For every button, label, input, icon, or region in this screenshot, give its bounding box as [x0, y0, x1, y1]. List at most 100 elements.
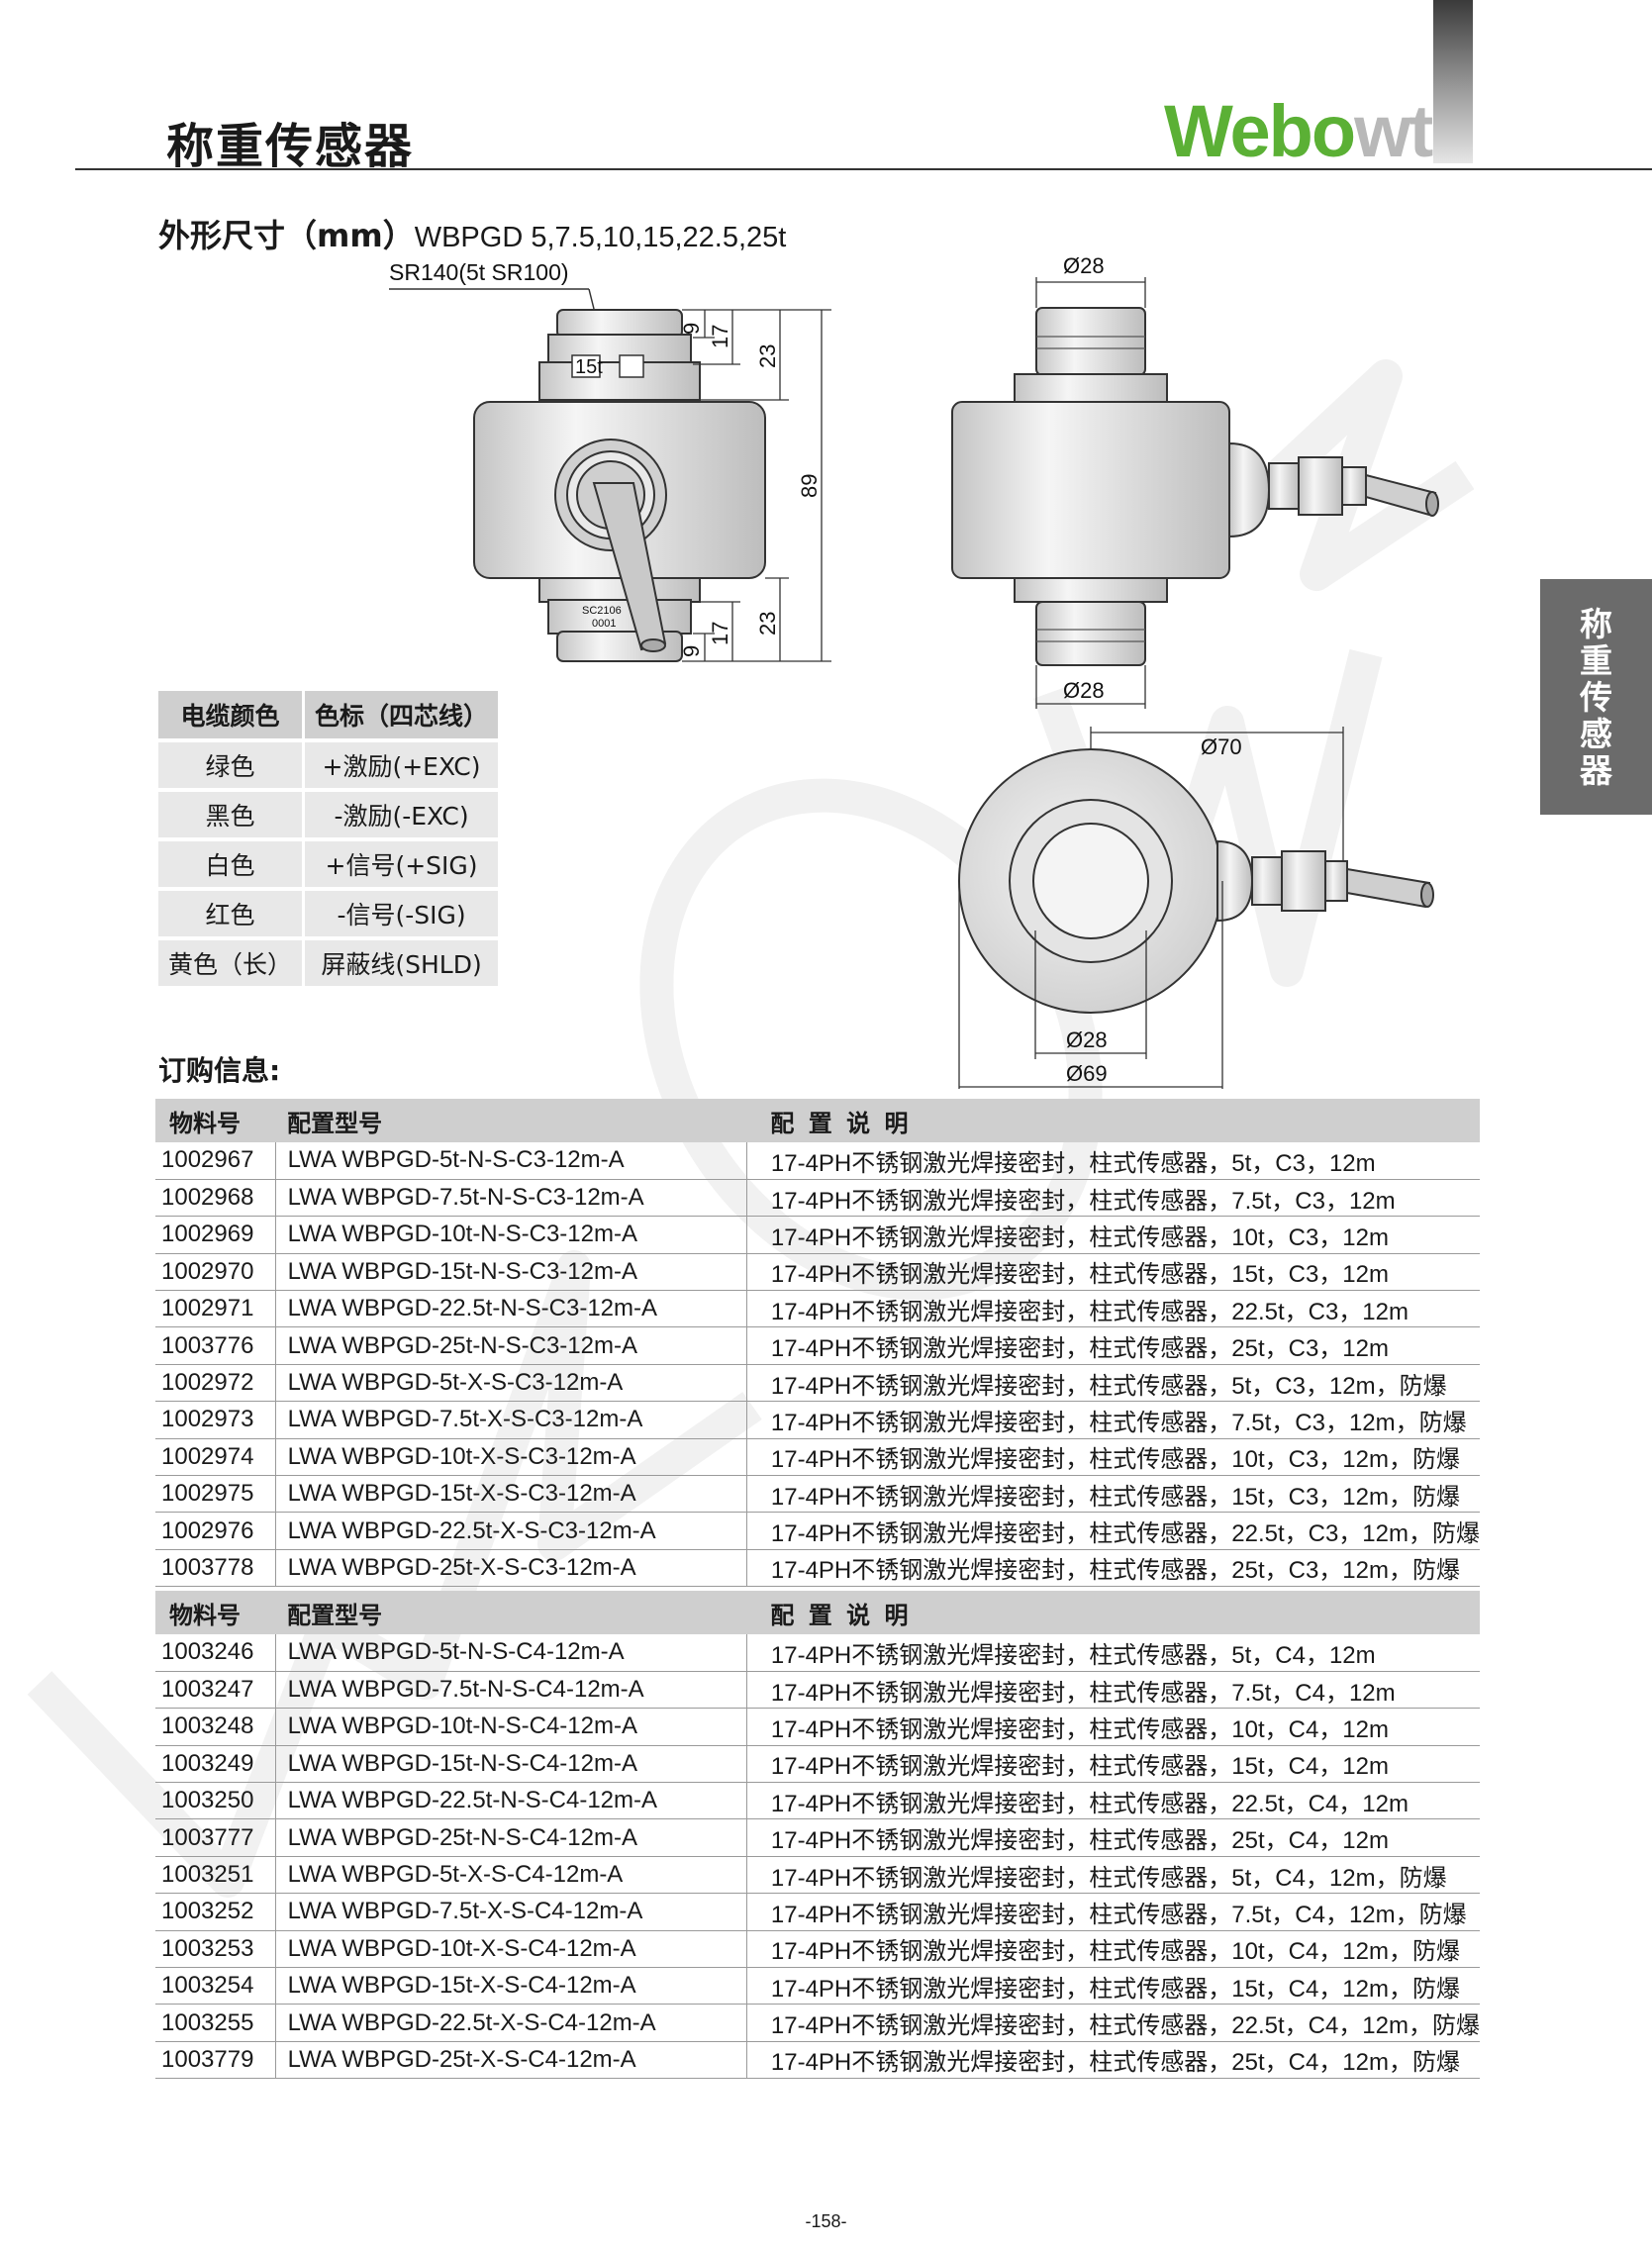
description-cell: 17-4PH不锈钢激光焊接密封，柱式传感器，10t，C3，12m，防爆: [745, 1438, 1480, 1477]
cable-color-header: 电缆颜色: [158, 691, 306, 738]
front-cable-gland: [554, 439, 667, 652]
description-cell: 17-4PH不锈钢激光焊接密封，柱式传感器，15t，C4，12m，防爆: [745, 1967, 1480, 2005]
dimension-title: 外形尺寸（mm）WBPGD 5,7.5,10,15,22.5,25t: [158, 211, 786, 256]
dim-d69: Ø69: [1066, 1061, 1108, 1086]
side-view: [951, 307, 1439, 666]
side-tab-char: 称: [1580, 604, 1612, 643]
model-cell: LWA WBPGD-5t-N-S-C3-12m-A: [274, 1142, 747, 1180]
side-dimension-lines: [1035, 277, 1146, 709]
page-title: 称重传感器: [166, 119, 415, 174]
model-cell: LWA WBPGD-10t-N-S-C3-12m-A: [274, 1216, 747, 1254]
dim-17-top: 17: [708, 325, 732, 348]
material-no-cell: 1003255: [155, 2004, 276, 2042]
cable-row: 黑色-激励(-EXC): [158, 792, 499, 837]
sr-label: SR140(5t SR100): [389, 259, 569, 285]
model-cell: LWA WBPGD-22.5t-N-S-C4-12m-A: [274, 1782, 747, 1820]
material-no-cell: 1002970: [155, 1253, 276, 1292]
cable-color: 黑色: [158, 792, 306, 837]
model-cell: LWA WBPGD-10t-N-S-C4-12m-A: [274, 1708, 747, 1746]
cable-code: -信号(-SIG): [305, 891, 499, 936]
material-no-cell: 1003248: [155, 1708, 276, 1746]
description-cell: 17-4PH不锈钢激光焊接密封，柱式传感器，7.5t，C3，12m: [745, 1179, 1480, 1218]
description-cell: 17-4PH不锈钢激光焊接密封，柱式传感器，25t，C4，12m，防爆: [745, 2041, 1480, 2080]
description-cell: 17-4PH不锈钢激光焊接密封，柱式传感器，5t，C3，12m，防爆: [745, 1364, 1480, 1403]
cable-row: 黄色（长）屏蔽线(SHLD): [158, 940, 499, 986]
dim-23-bottom: 23: [755, 612, 780, 636]
model-cell: LWA WBPGD-15t-N-S-C3-12m-A: [274, 1253, 747, 1292]
model-cell: LWA WBPGD-25t-X-S-C3-12m-A: [274, 1549, 747, 1588]
description-cell: 17-4PH不锈钢激光焊接密封，柱式传感器，22.5t，C3，12m，防爆: [745, 1512, 1480, 1550]
material-no-cell: 1003777: [155, 1818, 276, 1857]
front-top-cap: [556, 309, 683, 339]
cable-row: 绿色+激励(+EXC): [158, 742, 499, 788]
description-header: 配 置 说 明: [746, 1591, 1480, 1634]
dim-17-bottom: 17: [708, 622, 732, 645]
bottom-dimension-lines: [958, 727, 1344, 1089]
cable-color-table: 电缆颜色 色标（四芯线） 绿色+激励(+EXC) 黑色-激励(-EXC) 白色+…: [158, 687, 499, 990]
description-cell: 17-4PH不锈钢激光焊接密封，柱式传感器，25t，C3，12m，防爆: [745, 1549, 1480, 1588]
description-cell: 17-4PH不锈钢激光焊接密封，柱式传感器，25t，C4，12m: [745, 1818, 1480, 1857]
material-no-cell: 1002967: [155, 1142, 276, 1180]
material-no-cell: 1003254: [155, 1967, 276, 2005]
model-cell: LWA WBPGD-25t-N-S-C4-12m-A: [274, 1818, 747, 1857]
model-cell: LWA WBPGD-15t-N-S-C4-12m-A: [274, 1745, 747, 1784]
description-cell: 17-4PH不锈钢激光焊接密封，柱式传感器，15t，C3，12m: [745, 1253, 1480, 1292]
material-no-header: 物料号: [155, 1099, 276, 1142]
side-bottom-neck: [1014, 577, 1168, 603]
cable-code: -激励(-EXC): [305, 792, 499, 837]
order-info-title: 订购信息:: [158, 1054, 281, 1087]
cable-table-header: 电缆颜色 色标（四芯线）: [158, 691, 499, 738]
side-gland-nut2: [1298, 456, 1343, 516]
description-cell: 17-4PH不锈钢激光焊接密封，柱式传感器，15t，C4，12m: [745, 1745, 1480, 1784]
material-no-cell: 1003247: [155, 1671, 276, 1710]
logo-green-text: Webo: [1164, 90, 1356, 172]
model-header: 配置型号: [275, 1099, 747, 1142]
description-cell: 17-4PH不锈钢激光焊接密封，柱式传感器，5t，C4，12m，防爆: [745, 1856, 1480, 1895]
page-number: -158-: [805, 2211, 847, 2231]
side-tab-char: 器: [1580, 750, 1612, 790]
cable-row: 红色-信号(-SIG): [158, 891, 499, 936]
dim-9-bottom: 9: [679, 645, 704, 657]
bottom-gland-nut1: [1251, 856, 1283, 906]
side-top-neck: [1014, 373, 1168, 405]
model-header: 配置型号: [275, 1591, 747, 1634]
model-cell: LWA WBPGD-7.5t-N-S-C3-12m-A: [274, 1179, 747, 1218]
description-cell: 17-4PH不锈钢激光焊接密封，柱式传感器，10t，C3，12m: [745, 1216, 1480, 1254]
cable-color: 红色: [158, 891, 306, 936]
material-no-cell: 1002971: [155, 1290, 276, 1328]
model-cell: LWA WBPGD-22.5t-X-S-C3-12m-A: [274, 1512, 747, 1550]
model-cell: LWA WBPGD-15t-X-S-C3-12m-A: [274, 1475, 747, 1514]
bottom-center: [1032, 823, 1149, 939]
logo-gray-text: wt: [1354, 90, 1433, 172]
cable-code: +信号(+SIG): [305, 841, 499, 887]
serial-line1: SC2106: [582, 605, 622, 617]
capacity-mark: 15t: [575, 356, 603, 378]
dim-9-top: 9: [679, 323, 704, 335]
side-bottom-cap: [1035, 601, 1146, 666]
model-cell: LWA WBPGD-7.5t-N-S-C4-12m-A: [274, 1671, 747, 1710]
material-no-cell: 1003249: [155, 1745, 276, 1784]
dim-d28-bottom: Ø28: [1066, 1027, 1108, 1052]
side-gland-base: [1228, 441, 1271, 538]
cable-color: 绿色: [158, 742, 306, 788]
technical-drawing: 15t SC2106 0001 SR140(5t SR100) 9 17 23 …: [389, 253, 1439, 1089]
dim-d28-side-bottom: Ø28: [1063, 678, 1105, 703]
description-cell: 17-4PH不锈钢激光焊接密封，柱式传感器，25t，C3，12m: [745, 1326, 1480, 1365]
dimension-title-text: 外形尺寸（mm）: [158, 217, 415, 254]
material-no-cell: 1003246: [155, 1634, 276, 1672]
